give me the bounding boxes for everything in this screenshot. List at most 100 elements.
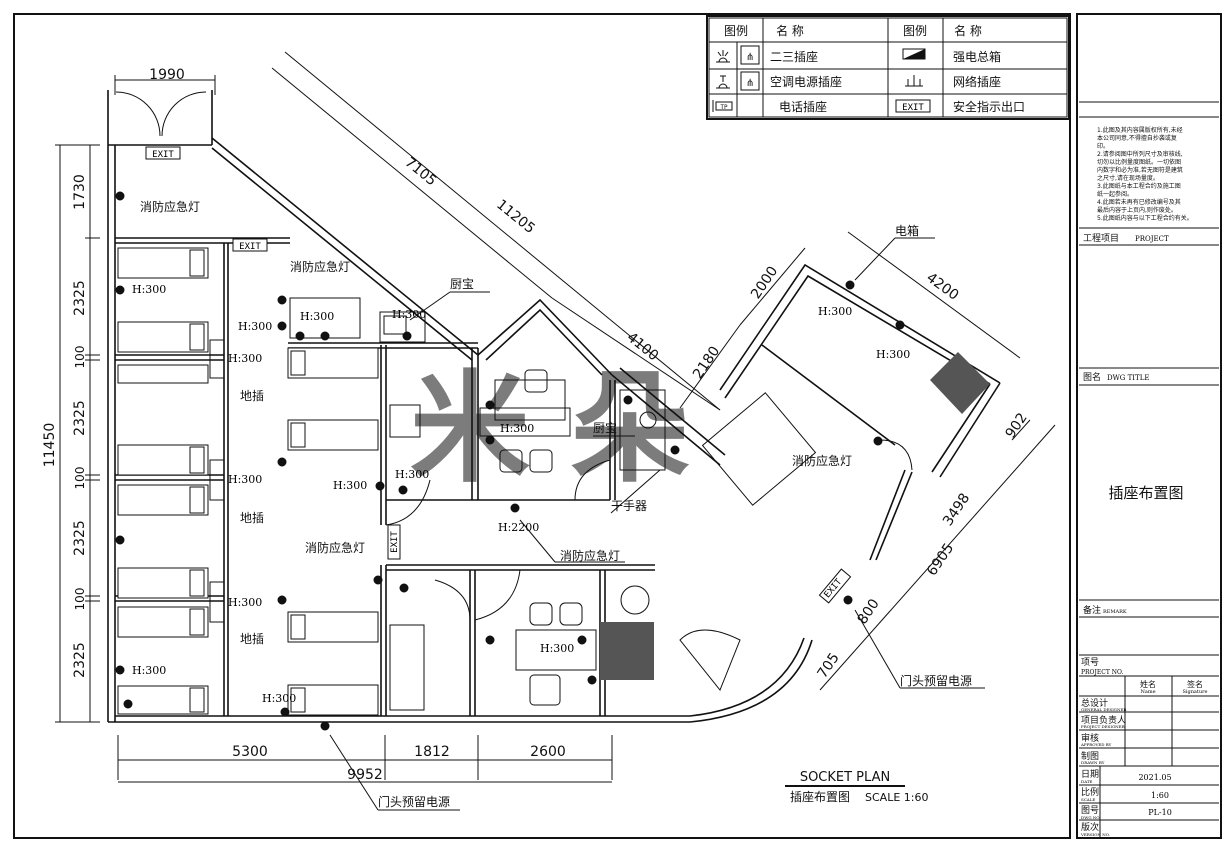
h300-9: H:300	[333, 479, 367, 492]
plan-title: SOCKET PLAN 插座布置图 SCALE 1:60	[785, 770, 928, 804]
project-label: 工程项目	[1083, 233, 1119, 244]
legend-item-main-box: 强电总箱	[953, 49, 1001, 64]
dim-11450: 11450	[42, 423, 58, 468]
version-label-en: VERSION NO.	[1080, 832, 1110, 837]
svg-text:本公司同意,不得擅自抄袭或复: 本公司同意,不得擅自抄袭或复	[1097, 134, 1177, 142]
role-approved-by: 审核	[1081, 732, 1099, 744]
plan-scale: SCALE 1:60	[865, 791, 928, 804]
sign-col-en: Signature	[1182, 689, 1207, 695]
dim-4200: 4200	[923, 270, 961, 304]
svg-text:纸一起参阅。: 纸一起参阅。	[1097, 190, 1133, 198]
svg-text:之尺寸,请在现场量度。: 之尺寸,请在现场量度。	[1097, 174, 1159, 182]
watermark: 米朵	[410, 360, 730, 499]
h300-5: H:300	[228, 352, 262, 365]
svg-text:4.此图若未再有已修改编号及其: 4.此图若未再有已修改编号及其	[1097, 198, 1181, 206]
role-project-designer-en: PROJECT DESIGNER	[1081, 724, 1126, 729]
legend-table: 图例 名 称 图例 名 称 ⋔ ⋔ TP EXIT 二三插座 空调电源插座	[706, 15, 1070, 120]
label-dryer: 干手器	[611, 499, 647, 513]
svg-text:5.此图纸内容与以下工程合约有关。: 5.此图纸内容与以下工程合约有关。	[1097, 214, 1193, 222]
h300-15: H:300	[876, 348, 910, 361]
sheet-frame	[13, 13, 1071, 839]
dimension-lines	[55, 51, 1056, 783]
role-drawn-by-en: DRAWN BY	[1081, 760, 1105, 765]
h300-1: H:300	[132, 283, 166, 296]
ac-socket-icon: ⋔	[716, 71, 760, 91]
svg-text:⋔: ⋔	[746, 52, 754, 63]
svg-text:EXIT: EXIT	[902, 103, 924, 113]
dim-1990: 1990	[149, 67, 185, 83]
h300-12: H:300	[262, 692, 296, 705]
network-socket-icon	[905, 75, 923, 87]
plan-title-en: SOCKET PLAN	[800, 770, 890, 785]
phone-socket-icon: TP	[712, 100, 733, 112]
drawing-title-label: 图名	[1083, 371, 1101, 383]
legend-item-socket: 二三插座	[770, 49, 818, 64]
legend-item-phone: 电话插座	[779, 99, 827, 114]
legend-item-network: 网络插座	[953, 74, 1001, 89]
name-col: 姓名	[1140, 679, 1156, 689]
exit-sign-1: EXIT	[152, 150, 174, 160]
socket-icon: ⋔	[716, 45, 760, 65]
dim-5300: 5300	[232, 744, 268, 760]
svg-text:⋔: ⋔	[746, 78, 754, 89]
date-value: 2021.05	[1138, 773, 1171, 782]
h2200: H:2200	[498, 521, 539, 534]
h300-11: H:300	[500, 422, 534, 435]
title-block	[1079, 101, 1219, 838]
project-no-label-en: PROJECT NO.	[1081, 669, 1124, 676]
label-floor-socket-2: 地插	[240, 511, 264, 525]
main-box-icon	[902, 48, 926, 60]
dim-2600: 2600	[530, 744, 566, 760]
label-kitchen-2: 厨宝	[593, 421, 617, 435]
label-door-power-1: 门头预留电源	[900, 673, 972, 688]
svg-text:内数字和必为准,若无图符是建筑: 内数字和必为准,若无图符是建筑	[1097, 166, 1183, 174]
role-approved-by-en: APPROVED BY	[1080, 742, 1112, 747]
remark-label-en: REMARK	[1103, 609, 1127, 615]
label-elec-box: 电箱	[895, 223, 919, 238]
svg-text:TP: TP	[720, 104, 728, 111]
label-door-power-2: 门头预留电源	[378, 794, 450, 809]
legend-header-4: 名 称	[954, 23, 982, 38]
date-label: 日期	[1081, 769, 1099, 780]
scale-label: 比例	[1081, 786, 1099, 798]
dim-2325-a: 2325	[72, 280, 88, 316]
drawing-title-label-en: DWG TITLE	[1107, 374, 1150, 382]
h300-4: H:300	[392, 308, 426, 321]
scale-label-en: SCALE	[1081, 797, 1095, 802]
label-emergency-light-5: 消防应急灯	[792, 453, 852, 468]
dim-100-a: 100	[73, 346, 87, 369]
label-emergency-light-2: 消防应急灯	[290, 259, 350, 274]
legend-header-2: 名 称	[776, 23, 804, 38]
remark-label: 备注	[1083, 604, 1101, 616]
dim-100-b: 100	[73, 467, 87, 490]
annotation-labels: 消防应急灯 消防应急灯 消防应急灯 消防应急灯 消防应急灯 地插 地插 地插 厨…	[140, 199, 972, 809]
legend-item-ac-socket: 空调电源插座	[770, 74, 842, 89]
label-kitchen-1: 厨宝	[450, 277, 474, 291]
dim-902: 902	[1003, 410, 1031, 441]
socket-symbols	[115, 191, 905, 731]
role-general-designer-en: GENERAL DESIGNER	[1081, 707, 1127, 712]
label-emergency-light-1: 消防应急灯	[140, 199, 200, 214]
svg-text:1.此图及其内容属版权所有,未经: 1.此图及其内容属版权所有,未经	[1097, 126, 1183, 134]
h300-8: H:300	[132, 664, 166, 677]
dim-6905: 6905	[924, 541, 957, 579]
legend-header-3: 图例	[903, 24, 927, 38]
svg-text:切勿以比例量度图纸。一切依图: 切勿以比例量度图纸。一切依图	[1097, 158, 1181, 166]
project-no-label: 项号	[1081, 657, 1099, 668]
dwg-no-label-en: DWG NO.	[1081, 815, 1101, 820]
height-labels: H:300 H:300 H:300 H:300 H:300 H:300 H:30…	[132, 283, 910, 705]
exit-sign-3: EXIT	[390, 531, 400, 553]
dim-2325-c: 2325	[72, 520, 88, 556]
version-label: 版次	[1081, 821, 1099, 833]
svg-text:2.请参阅图中所列尺寸及审核线,: 2.请参阅图中所列尺寸及审核线,	[1097, 150, 1183, 158]
dim-9952: 9952	[347, 767, 383, 783]
role-drawn-by: 制图	[1081, 750, 1099, 762]
label-emergency-light-4: 消防应急灯	[560, 548, 620, 563]
dim-100-c: 100	[73, 588, 87, 611]
dim-7105: 7105	[402, 154, 440, 189]
h300-7: H:300	[228, 596, 262, 609]
plan-title-cn: 插座布置图	[790, 789, 850, 804]
exit-sign-2: EXIT	[239, 242, 261, 252]
dwg-no-label: 图号	[1081, 805, 1099, 816]
